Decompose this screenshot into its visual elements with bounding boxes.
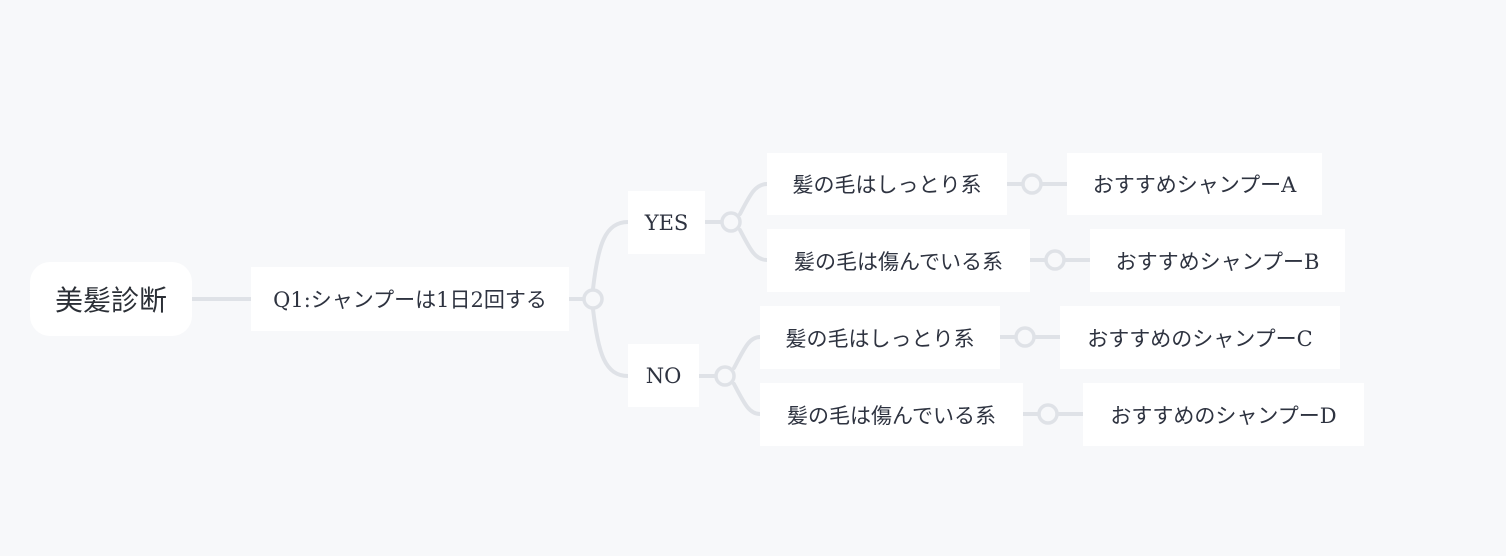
connector-junction-yes bbox=[591, 220, 630, 291]
result-node-shampoo-b[interactable]: おすすめシャンプーB bbox=[1090, 229, 1345, 292]
junction-q1 bbox=[582, 288, 604, 310]
hair-type-label: 髪の毛は傷んでいる系 bbox=[794, 249, 1003, 274]
result-node-shampoo-c[interactable]: おすすめのシャンプーC bbox=[1060, 306, 1340, 369]
junction-no-1 bbox=[1014, 326, 1036, 348]
question-node-q1[interactable]: Q1:シャンプーは1日2回する bbox=[251, 267, 569, 331]
hair-type-node-no-moist[interactable]: 髪の毛はしっとり系 bbox=[760, 306, 1000, 369]
connector-yes-child-2 bbox=[738, 228, 769, 262]
junction-yes-2 bbox=[1044, 249, 1066, 271]
hair-type-node-yes-damaged[interactable]: 髪の毛は傷んでいる系 bbox=[767, 229, 1030, 292]
result-node-shampoo-d[interactable]: おすすめのシャンプーD bbox=[1083, 383, 1364, 446]
connector-yes-child-1 bbox=[738, 182, 769, 216]
answer-label-yes: YES bbox=[644, 210, 689, 235]
junction-no bbox=[714, 365, 736, 387]
junction-no-2 bbox=[1037, 403, 1059, 425]
connector-no-child-2 bbox=[732, 382, 762, 416]
result-node-shampoo-a[interactable]: おすすめシャンプーA bbox=[1067, 153, 1322, 215]
root-node[interactable]: 美髪診断 bbox=[30, 262, 192, 336]
result-label: おすすめシャンプーA bbox=[1092, 173, 1297, 197]
answer-node-no[interactable]: NO bbox=[628, 344, 699, 407]
junction-yes-1 bbox=[1021, 173, 1043, 195]
junction-yes bbox=[720, 211, 742, 233]
question-label: Q1:シャンプーは1日2回する bbox=[273, 288, 547, 312]
hair-type-node-yes-moist[interactable]: 髪の毛はしっとり系 bbox=[767, 153, 1007, 215]
result-label: おすすめシャンプーB bbox=[1115, 249, 1320, 274]
hair-type-label: 髪の毛は傷んでいる系 bbox=[787, 403, 996, 428]
answer-node-yes[interactable]: YES bbox=[628, 191, 705, 254]
hair-type-label: 髪の毛はしっとり系 bbox=[785, 326, 975, 351]
connector-junction-no bbox=[591, 307, 630, 378]
hair-type-label: 髪の毛はしっとり系 bbox=[792, 173, 982, 197]
hair-type-node-no-damaged[interactable]: 髪の毛は傷んでいる系 bbox=[760, 383, 1023, 446]
result-label: おすすめのシャンプーC bbox=[1087, 326, 1313, 351]
connector-no-child-1 bbox=[732, 335, 762, 370]
root-label: 美髪診断 bbox=[54, 284, 167, 317]
result-label: おすすめのシャンプーD bbox=[1110, 403, 1337, 428]
answer-label-no: NO bbox=[645, 363, 682, 388]
